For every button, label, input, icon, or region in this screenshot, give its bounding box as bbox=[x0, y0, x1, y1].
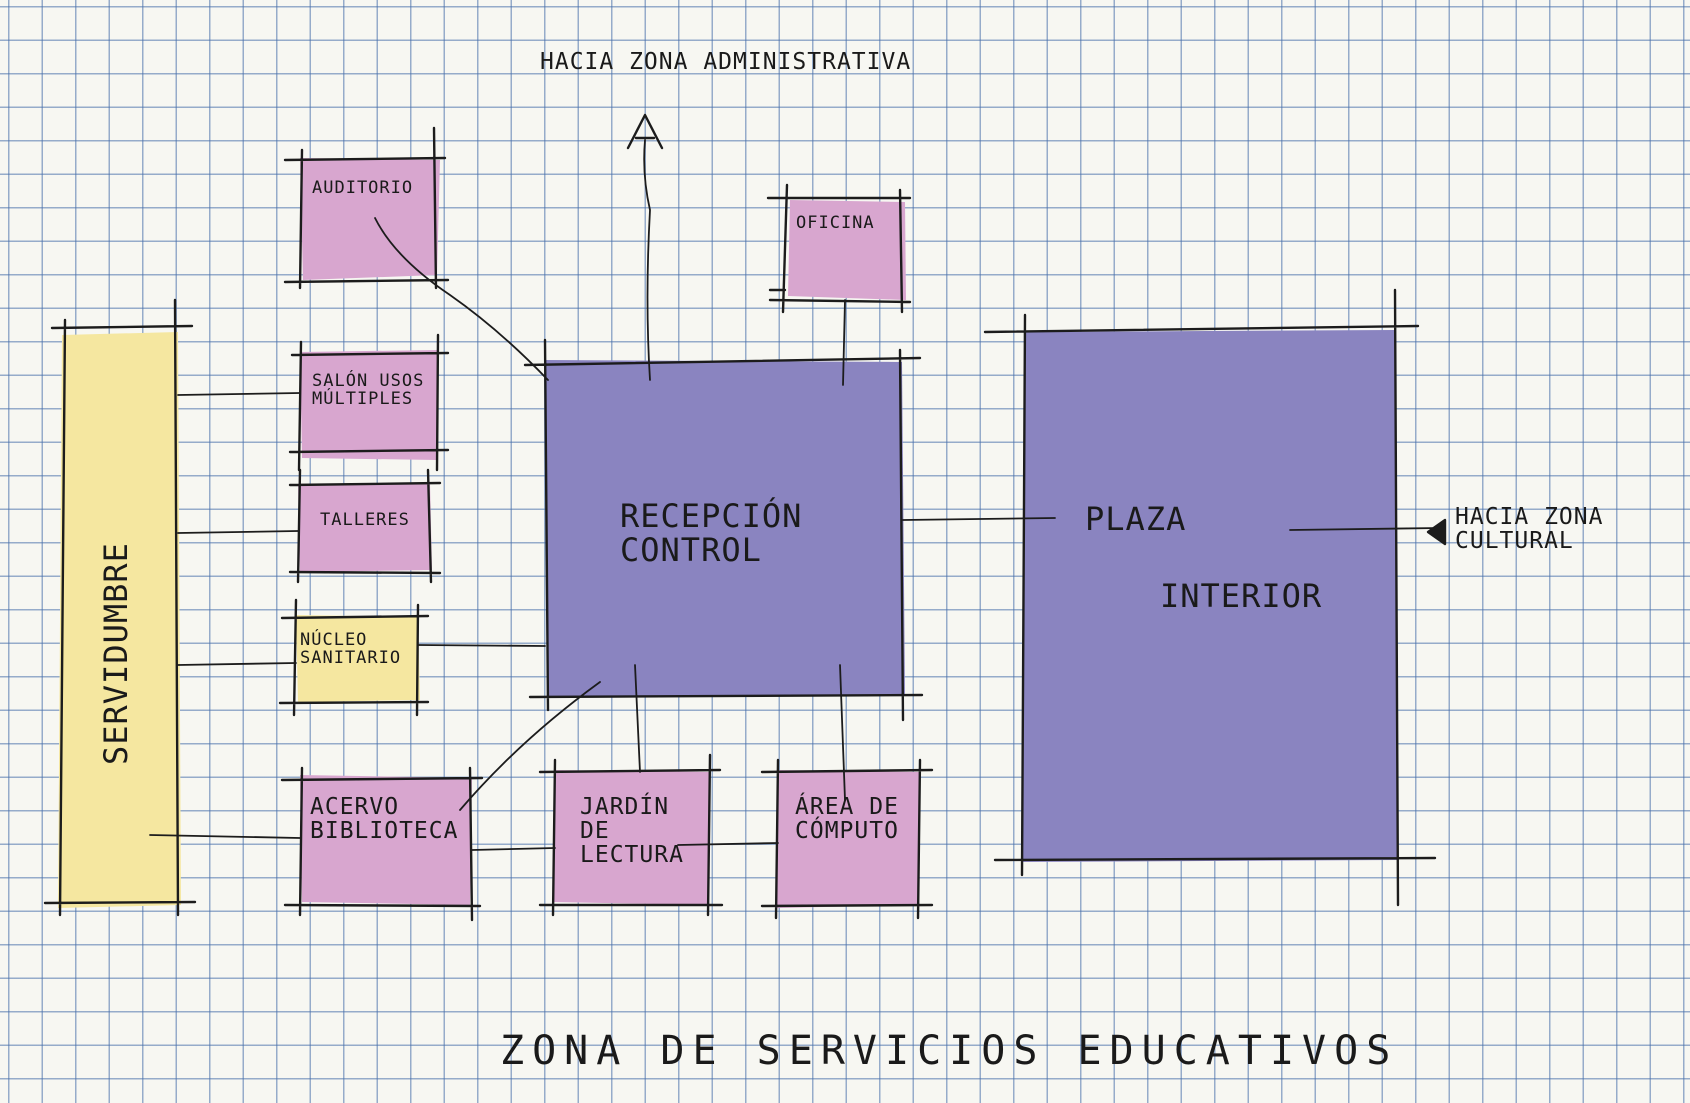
recepcion-outline bbox=[523, 338, 924, 722]
area-label: Área de cómputo bbox=[795, 794, 899, 845]
nucleo-fill bbox=[296, 615, 420, 702]
jardin-label: Jardín de lectura bbox=[580, 794, 684, 869]
recepcion-fill bbox=[545, 360, 905, 697]
link-nucleo-recepcion bbox=[417, 644, 546, 647]
plaza-interior-label: Interior bbox=[1160, 577, 1323, 615]
to-cultural-label: Hacia zona cultural bbox=[1455, 504, 1604, 555]
link-servidumbre-talleres bbox=[177, 530, 299, 534]
oficina-fill bbox=[788, 200, 906, 300]
arrow-left-icon bbox=[1426, 518, 1447, 546]
arrow-up-icon bbox=[626, 113, 664, 150]
plaza-label: Plaza bbox=[1085, 500, 1187, 538]
link-jardin-area bbox=[677, 842, 779, 846]
servidumbre-label: Servidumbre bbox=[97, 542, 135, 765]
link-plaza-cultural bbox=[1289, 527, 1441, 531]
link-recepcion-jardin bbox=[634, 664, 641, 773]
salon-fill bbox=[300, 350, 438, 460]
salon-label: Salón usos múltiples bbox=[312, 371, 425, 409]
recepcion-label: Recepción control bbox=[620, 497, 803, 569]
plaza-outline bbox=[983, 288, 1437, 907]
area-outline bbox=[760, 758, 934, 920]
jardin-fill bbox=[553, 770, 710, 905]
acervo-fill bbox=[300, 775, 472, 905]
salon-outline bbox=[288, 333, 450, 472]
jardin-outline bbox=[538, 753, 724, 917]
link-servidumbre-nucleo bbox=[177, 662, 297, 666]
link-servidumbre-acervo bbox=[149, 834, 301, 839]
talleres-fill bbox=[298, 483, 432, 572]
zone-title: Zona de servicios educativos bbox=[500, 1028, 1399, 1074]
auditorio-label: Auditorio bbox=[312, 178, 414, 198]
link-oficina-recepcion bbox=[842, 299, 846, 386]
servidumbre-outline bbox=[43, 298, 197, 917]
link-acervo-recepcion bbox=[459, 681, 601, 811]
nucleo-outline bbox=[278, 598, 430, 717]
auditorio-fill bbox=[300, 158, 440, 280]
oficina-outline bbox=[766, 183, 912, 314]
acervo-outline bbox=[280, 766, 484, 922]
link-servidumbre-salon bbox=[177, 392, 301, 396]
to-admin-label: Hacia zona administrativa bbox=[540, 49, 912, 75]
auditorio-outline bbox=[283, 126, 450, 290]
link-recepcion-admin bbox=[643, 139, 651, 381]
plaza-fill bbox=[1022, 330, 1398, 862]
link-acervo-jardin bbox=[471, 847, 556, 851]
talleres-outline bbox=[288, 468, 442, 584]
acervo-label: Acervo biblioteca bbox=[310, 794, 459, 845]
link-auditorio-recepcion bbox=[374, 217, 549, 381]
talleres-label: Talleres bbox=[320, 510, 410, 530]
area-fill bbox=[776, 770, 920, 908]
oficina-label: Oficina bbox=[796, 213, 875, 233]
link-recepcion-plaza bbox=[902, 517, 1056, 521]
link-recepcion-area bbox=[839, 664, 846, 801]
servidumbre-fill bbox=[58, 332, 181, 908]
nucleo-label: Núcleo sanitario bbox=[300, 630, 402, 668]
